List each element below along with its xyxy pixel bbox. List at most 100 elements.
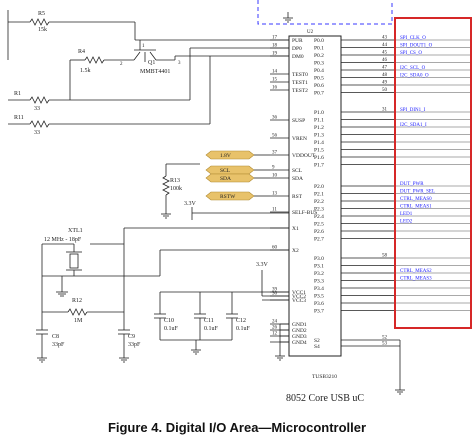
pin-name: P2.0 [314,184,324,190]
q1-pin-2: 2 [120,62,123,67]
pin-name: P0.4 [314,68,324,74]
pin-name: GND1 [292,322,307,328]
chip-title: 8052 Core USB uC [286,393,364,404]
chip-right-pin: P2.3 [314,207,470,213]
pin-name: P1.7 [314,163,324,169]
chip-right-pin: P3.4 [314,286,470,292]
chip-right-pin: P2.2 [314,199,470,205]
signal-tag: SDA [205,173,270,183]
reset-circuit [161,163,289,220]
r4-ref: R4 [78,49,85,55]
pin-name: P3.4 [314,286,324,292]
decoupling-caps [154,270,289,361]
q1-pin-3: 3 [178,61,181,66]
pin-name: P2.1 [314,192,324,198]
pin-name: SDA [292,176,303,182]
pin-name: PUR [292,38,303,44]
supply-3v3-a: 3.3V [184,201,197,207]
pin-number: 19 [272,52,278,57]
tag-text: RSTW [220,194,236,200]
pin-name: GND3 [292,334,307,340]
net-label: DUT_PWR [400,182,424,187]
pin-name: P3.5 [314,294,324,300]
net-label: I2C_SCL_O [400,66,426,71]
signal-tag: SCL [205,165,270,175]
tag-shape [205,173,255,183]
r5-value: 15k [38,27,47,33]
xtl1-value: 12 MHz - 18pF [44,237,82,243]
pin-number: 39 [272,288,278,293]
c10-value: 0.1uF [164,326,179,332]
chip-right-pin: P1.4 [314,140,470,146]
pin-name: P3.7 [314,309,324,315]
pin-number: 17 [272,36,278,41]
net-label: SPI_CS_O [400,51,422,56]
pin-name: P3.1 [314,264,324,270]
tag-text: SCL [220,168,231,174]
tag-shape [205,150,255,160]
chip-left-pin: 10 SDA [270,174,303,182]
pin-name: SUSP [292,118,305,124]
pin-name: VDDOUT [292,153,316,159]
pin-name: P0.1 [314,46,324,52]
chip-right-pin: P3.0 58 [314,254,470,262]
pin-number: 14 [272,70,278,75]
pin-number: 58 [382,254,388,259]
pin-name: P3.0 [314,256,324,262]
pin-number: 60 [272,246,278,251]
chip-part: TUSB3210 [312,374,337,380]
dashed-region-border [257,0,393,25]
pin-name: X2 [292,248,299,254]
r1-value: 33 [34,106,40,112]
pin-number: 31 [382,108,388,113]
net-label: LED1 [400,212,413,217]
pin-name: P2.2 [314,199,324,205]
chip-right-pin: P3.1 [314,264,470,270]
chip-left-pin: GND4 [270,340,307,346]
chip-right-pin: P1.5 [314,148,470,154]
r5-ref: R5 [38,11,45,17]
pin-name: P0.3 [314,61,324,67]
chip-right-pin: P2.7 [314,237,470,243]
pin-number: 44 [382,43,388,48]
pin-number: 56 [272,134,278,139]
pin-number: 52 [382,336,388,341]
chip-right-pin: P3.6 [314,301,470,307]
ground-symbol-top [283,12,293,23]
chip-right-pin: P2.6 [314,229,470,235]
tag-text: 1.8V [220,153,231,159]
pin-name: P2.6 [314,229,324,235]
pin-number: 15 [272,78,278,83]
net-label: SPI_DOUT1_O [400,44,433,49]
net-label: I2C_SDA1_I [400,123,427,128]
pin-name: VCC2 [292,294,306,300]
pin-number: 18 [272,44,278,49]
pin-name: S2 [314,338,320,344]
pin-name: P0.5 [314,76,324,82]
pin-name: DP0 [292,46,302,52]
chip-right-pin: P0.1 44 [314,43,470,52]
net-label: DUT_PWR_SEL [400,190,435,195]
pin-number: 12 [272,332,278,337]
supply-3v3-b: 3.3V [256,262,269,268]
pin-number: 10 [272,174,278,179]
chip-right-pin: P2.1 [314,192,470,198]
pin-number: 11 [272,208,277,213]
pin-name: P2.5 [314,222,324,228]
r12-value: 1M [74,318,83,324]
c11-ref: C11 [204,318,214,324]
